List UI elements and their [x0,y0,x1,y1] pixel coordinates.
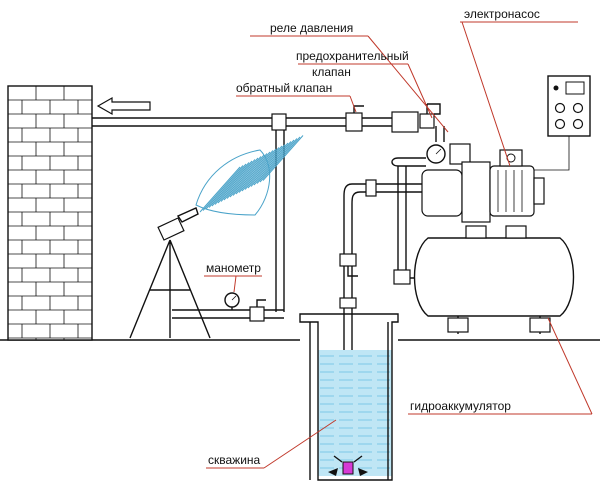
main-pipe [92,113,400,131]
gauge-icon [224,292,240,310]
water-spray [195,135,304,216]
label-check-valve: обратный клапан [236,81,332,95]
label-safety-valve-line1: предохранительный [296,49,409,63]
sprinkler-tripod [129,207,211,339]
riser-pipe [435,126,445,142]
label-accumulator: гидроаккумулятор [410,399,511,413]
intake-filter [328,455,368,476]
label-manometer: манометр [206,261,261,275]
safety-valve [419,103,441,129]
electric-pump [421,149,545,223]
label-pressure-switch: реле давления [270,21,353,35]
label-borehole: скважина [208,453,261,467]
leader-lines [204,21,593,469]
check-valve [345,105,419,133]
suction-pipe [339,179,422,470]
arrow-left-icon [96,96,151,116]
label-safety-valve-line2: клапан [312,65,351,79]
borehole [299,313,399,481]
ball-valve-low [249,299,266,322]
tank-link [393,166,428,285]
brick-wall [7,85,93,341]
control-panel-icon [534,75,591,171]
hydro-accumulator [413,225,575,334]
label-pump: электронасос [464,7,540,21]
pressure-switch [391,143,471,167]
